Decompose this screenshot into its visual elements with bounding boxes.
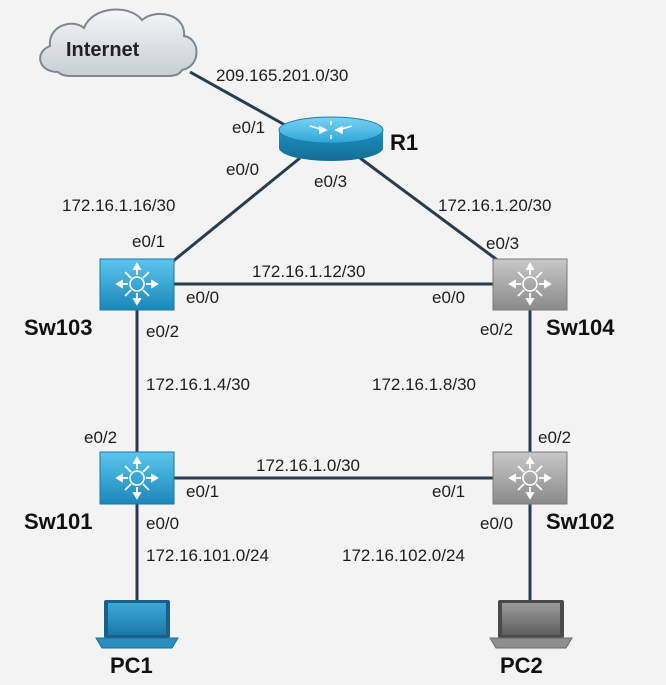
switch-icon-sw102: [492, 451, 568, 505]
port-sw102-e00: e0/0: [480, 514, 514, 533]
port-sw104-e02: e0/2: [480, 320, 514, 339]
port-sw103-e00: e0/0: [186, 288, 220, 307]
switch-icon-sw101: [99, 451, 175, 505]
links: [135, 70, 532, 600]
port-sw104-e03: e0/3: [486, 234, 520, 253]
switch-icon-sw103: [99, 258, 175, 311]
port-r1-e03: e0/3: [314, 172, 348, 191]
port-sw101-e01: e0/1: [186, 482, 220, 501]
port-sw104-e00: e0/0: [432, 288, 466, 307]
device-label-r1: R1: [390, 130, 419, 155]
laptop-icon-pc2: [489, 600, 573, 649]
port-r1-e01: e0/1: [232, 118, 266, 137]
port-sw103-e01: e0/1: [132, 232, 166, 251]
subnet-sw103-sw101: 172.16.1.4/30: [146, 375, 250, 394]
port-r1-e00: e0/0: [226, 160, 260, 179]
subnet-r1-sw103: 172.16.1.16/30: [62, 196, 176, 215]
link-r1-sw104: [359, 156, 501, 264]
subnet-internet-r1: 209.165.201.0/30: [216, 66, 349, 85]
device-label-pc1: PC1: [110, 653, 153, 678]
laptop-icon-pc1: [95, 600, 179, 649]
internet-label: Internet: [66, 39, 140, 61]
device-label-sw103: Sw103: [24, 315, 93, 340]
cloud-icon: [39, 8, 198, 77]
device-label-sw104: Sw104: [546, 315, 615, 340]
port-sw102-e02: e0/2: [538, 428, 572, 447]
subnet-sw103-sw104: 172.16.1.12/30: [252, 262, 366, 281]
subnet-r1-sw104: 172.16.1.20/30: [438, 196, 552, 215]
port-sw103-e02: e0/2: [146, 322, 180, 341]
port-sw102-e01: e0/1: [432, 482, 466, 501]
port-sw101-e00: e0/0: [146, 514, 180, 533]
switch-icon-sw104: [492, 258, 568, 311]
device-label-sw102: Sw102: [546, 509, 615, 534]
subnet-sw101-pc1: 172.16.101.0/24: [146, 546, 269, 565]
link-r1-sw103: [171, 156, 301, 264]
link-internet-r1: [189, 70, 286, 127]
router-icon: [278, 116, 384, 161]
port-sw101-e02: e0/2: [84, 428, 118, 447]
device-label-sw101: Sw101: [24, 509, 93, 534]
subnet-sw104-sw102: 172.16.1.8/30: [372, 375, 476, 394]
subnet-sw102-pc2: 172.16.102.0/24: [342, 546, 465, 565]
subnet-sw101-sw102: 172.16.1.0/30: [256, 456, 360, 475]
device-label-pc2: PC2: [500, 653, 543, 678]
